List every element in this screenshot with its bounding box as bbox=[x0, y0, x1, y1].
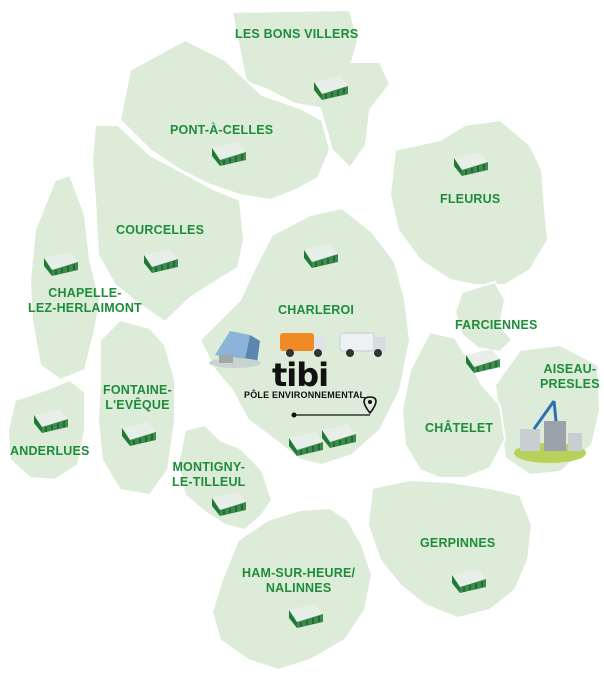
recycling-container-icon bbox=[40, 248, 80, 278]
label-chapelle-lez-herlaimont: CHAPELLE-LEZ-HERLAIMONT bbox=[28, 286, 142, 315]
label-courcelles: COURCELLES bbox=[116, 223, 205, 237]
label-montigny-le-tilleul: MONTIGNY-LE-TILLEUL bbox=[172, 460, 246, 489]
location-pin-icon bbox=[291, 396, 377, 418]
label-les-bons-villers: LES BONS VILLERS bbox=[235, 27, 359, 41]
recycling-container-icon bbox=[310, 72, 350, 102]
region-fontaine-l-eveque[interactable] bbox=[96, 318, 176, 497]
region-ham-sur-heure-nalinnes[interactable] bbox=[210, 506, 374, 672]
recycling-container-icon bbox=[318, 420, 358, 450]
truck-icon bbox=[280, 333, 326, 357]
label-charleroi: CHARLEROI bbox=[278, 303, 355, 317]
label-ham-sur-heure-nalinnes: HAM-SUR-HEURE/NALINNES bbox=[242, 566, 356, 595]
region-pont-a-celles[interactable] bbox=[118, 38, 332, 202]
tibi-logo: tibi bbox=[272, 356, 329, 394]
recycling-facility-icon bbox=[514, 400, 586, 463]
region-fleurus[interactable] bbox=[388, 118, 550, 286]
label-anderlues: ANDERLUES bbox=[10, 444, 90, 458]
pole-environnemental-text: PÔLE ENVIRONNEMENTAL bbox=[244, 390, 366, 400]
region-les-bons-villers[interactable] bbox=[230, 8, 392, 170]
label-aiseau-presles: AISEAU-PRESLES bbox=[540, 362, 600, 391]
recycling-container-icon bbox=[450, 148, 490, 178]
recycling-container-icon bbox=[140, 245, 180, 275]
recycling-container-icon bbox=[208, 138, 248, 168]
recycling-container-icon bbox=[285, 600, 325, 630]
label-fleurus: FLEURUS bbox=[440, 192, 501, 206]
region-chapelle-lez-herlaimont[interactable] bbox=[28, 173, 102, 382]
recycling-container-icon bbox=[30, 405, 70, 435]
recycling-container-icon bbox=[285, 428, 325, 458]
region-montigny-le-tilleul[interactable] bbox=[176, 423, 274, 532]
region-courcelles[interactable] bbox=[90, 124, 246, 324]
recycling-container-icon bbox=[448, 565, 488, 595]
label-pont-a-celles: PONT-À-CELLES bbox=[170, 123, 274, 137]
label-gerpinnes: GERPINNES bbox=[420, 536, 496, 550]
label-fontaine-l-eveque: FONTAINE-L'EVÊQUE bbox=[103, 383, 172, 412]
region-gerpinnes[interactable] bbox=[366, 478, 534, 620]
recycling-facility-icon bbox=[209, 331, 261, 368]
recycling-container-icon bbox=[462, 345, 502, 375]
truck-icon bbox=[339, 332, 386, 357]
recycling-container-icon bbox=[118, 418, 158, 448]
region-farciennes[interactable] bbox=[453, 280, 514, 354]
recycling-container-icon bbox=[300, 240, 340, 270]
label-chatelet: CHÂTELET bbox=[425, 421, 494, 435]
recycling-container-icon bbox=[208, 488, 248, 518]
label-farciennes: FARCIENNES bbox=[455, 318, 538, 332]
